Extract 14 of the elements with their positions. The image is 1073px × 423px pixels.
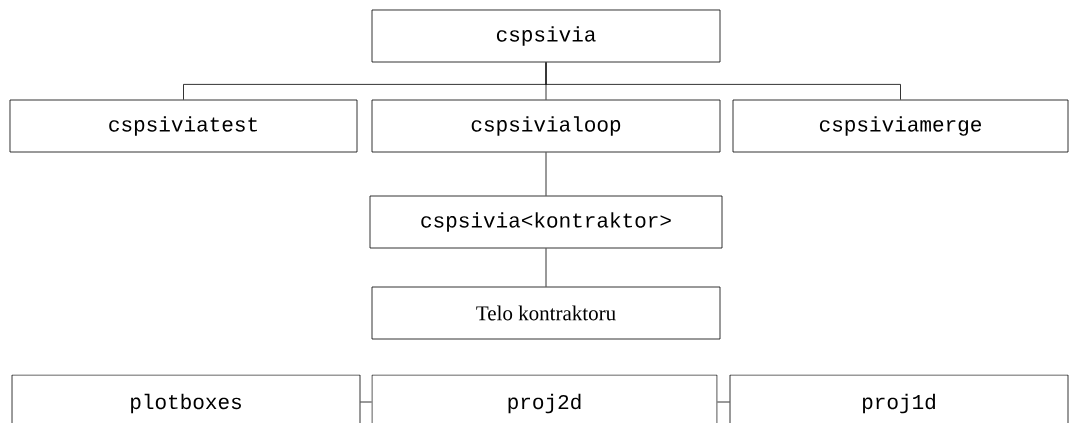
box: cspsivia<kontraktor> <box>369 195 723 249</box>
connector-line <box>360 401 372 403</box>
connector-line <box>545 152 547 196</box>
connector-line <box>545 248 547 287</box>
box: cspsivialoop <box>371 99 721 153</box>
box: cspsiviatest <box>9 99 358 153</box>
box: cspsiviamerge <box>732 99 1069 153</box>
connector-line <box>717 401 730 403</box>
box: cspsivia <box>371 9 721 63</box>
box: Telo kontraktoru <box>371 286 721 340</box>
connector-line <box>545 62 901 100</box>
box: proj1d <box>729 374 1069 423</box>
box: plotboxes <box>11 374 361 423</box>
box: proj2d <box>371 374 718 423</box>
